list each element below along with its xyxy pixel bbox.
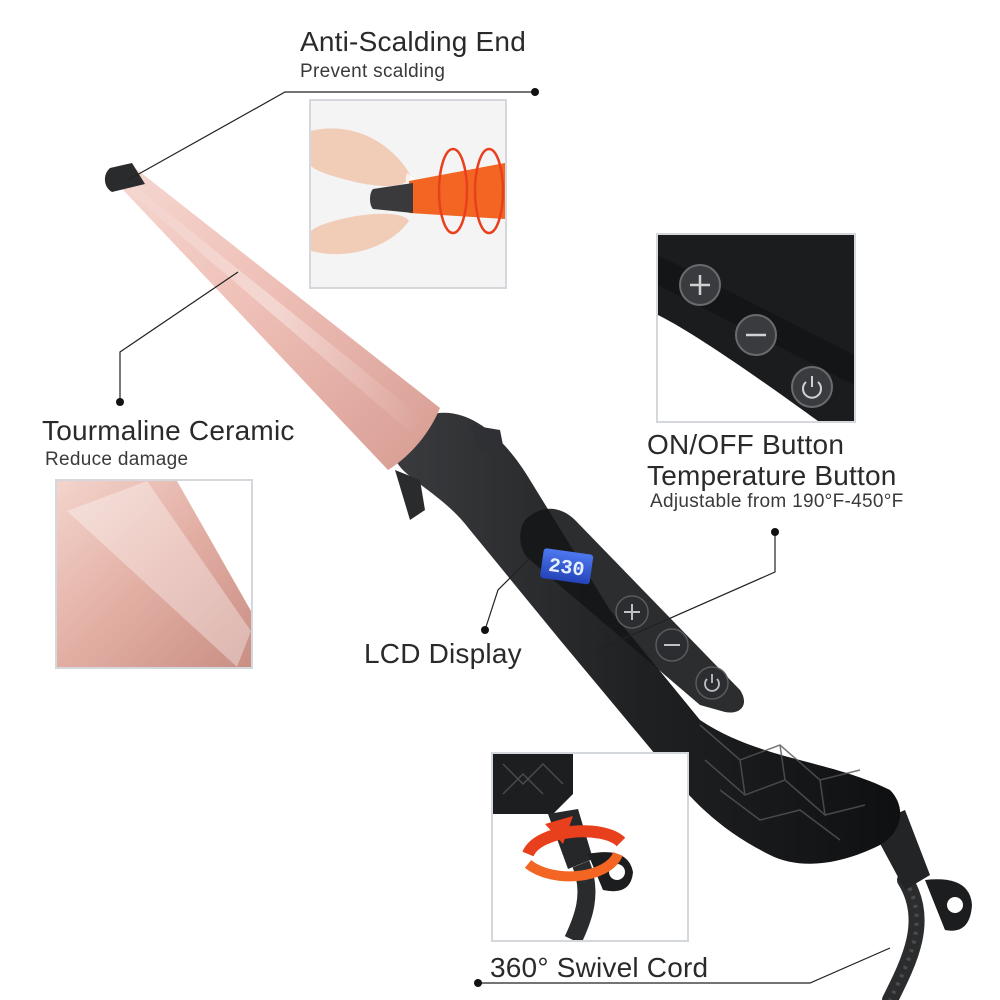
inset-ceramic-surface — [55, 479, 253, 669]
tip-cap — [370, 183, 413, 213]
leader-lines — [119, 91, 891, 984]
anti-scalding-subtitle: Prevent scalding — [300, 61, 446, 82]
inset-control-buttons — [656, 233, 856, 423]
lcd-readout: 230 — [547, 555, 586, 583]
orange-barrel — [409, 163, 505, 219]
inset-swivel-cord — [491, 752, 689, 942]
diamond-grip-texture — [699, 724, 866, 841]
minus-button[interactable] — [655, 628, 689, 662]
tourmaline-subtitle: Reduce damage — [45, 449, 189, 470]
plus-icon — [624, 604, 640, 620]
tourmaline-title: Tourmaline Ceramic — [42, 415, 295, 446]
power-icon — [704, 674, 720, 692]
power-button[interactable] — [695, 666, 729, 700]
inset-power-button — [791, 366, 833, 408]
heat-wave-icon — [437, 147, 505, 235]
power-cord — [882, 872, 925, 1000]
plus-button[interactable] — [615, 595, 649, 629]
leader-dots — [116, 88, 779, 987]
swivel-title: 360° Swivel Cord — [490, 952, 709, 983]
anti-scalding-tip — [104, 163, 145, 192]
clamp-lever — [395, 470, 425, 520]
inset-plus-button — [679, 264, 721, 306]
lcd-title: LCD Display — [364, 638, 522, 669]
buttons-title-line2: Temperature Button — [647, 460, 897, 491]
inset-anti-scalding — [309, 99, 507, 289]
finger-top — [311, 128, 411, 186]
buttons-subtitle: Adjustable from 190°F-450°F — [650, 491, 904, 512]
anti-scalding-title: Anti-Scalding End — [300, 26, 526, 57]
rotate-arrow-icon — [522, 816, 626, 882]
handle — [395, 412, 901, 864]
power-icon — [802, 376, 822, 399]
plus-icon — [690, 275, 710, 295]
inset-minus-button — [735, 314, 777, 356]
buttons-title-line1: ON/OFF Button — [647, 429, 845, 460]
lcd-display: 230 — [540, 548, 594, 585]
